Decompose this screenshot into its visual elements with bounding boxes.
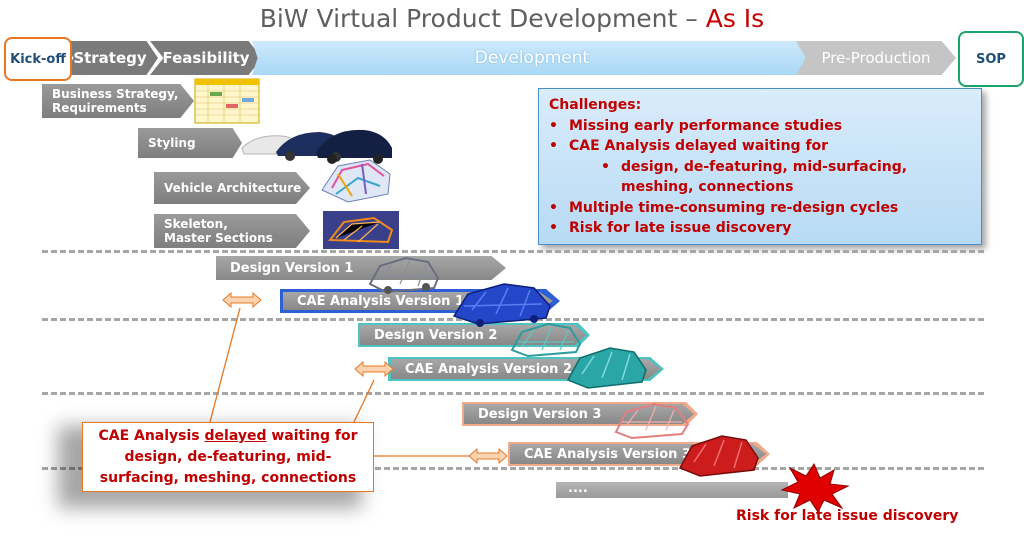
page-title: BiW Virtual Product Development – As Is (0, 4, 1024, 33)
phase-feasibility: Feasibility (150, 41, 262, 75)
callout-underlined: delayed (204, 428, 267, 444)
double-arrow-icon (468, 448, 508, 464)
step-business-strategy: Business Strategy,Requirements (42, 84, 194, 118)
challenge-item-3: •Multiple time-consuming re-design cycle… (549, 199, 899, 216)
cae-version-2-label: CAE Analysis Version 2 (405, 361, 573, 377)
more-versions-arrow: .... (556, 482, 788, 498)
step-business-line2: Requirements (52, 101, 147, 115)
challenges-heading: Challenges: (549, 97, 642, 113)
styling-cars-image (241, 129, 392, 164)
challenge-item-4: •Risk for late issue discovery (549, 220, 792, 236)
requirements-spreadsheet-image (194, 78, 260, 124)
design-version-3-label: Design Version 3 (478, 406, 602, 422)
car-bodywork-teal-image (566, 347, 647, 389)
car-bodywork-teal-wire-image (510, 322, 582, 358)
cae-delay-callout: CAE Analysis delayed waiting for design,… (82, 422, 374, 492)
callout-line-2: design, de-featuring, mid- (124, 449, 332, 465)
phase-pre-production: Pre-Production (796, 41, 956, 75)
step-skeleton-line1: Skeleton, (164, 217, 228, 231)
step-styling-label: Styling (148, 136, 196, 150)
design-version-2-label: Design Version 2 (374, 327, 498, 343)
challenge-item-1-text: Missing early performance studies (569, 117, 843, 134)
more-versions-label: .... (568, 481, 588, 496)
double-arrow-icon (354, 361, 394, 377)
step-skeleton: Skeleton,Master Sections (154, 214, 310, 248)
phase-feasibility-label: Feasibility (162, 49, 250, 67)
challenge-subitem-1: •design, de-featuring, mid-surfacing, (601, 158, 908, 175)
challenge-subitem-2: meshing, connections (549, 177, 971, 198)
title-accent: As Is (705, 4, 765, 33)
phase-pre-production-label: Pre-Production (821, 49, 931, 67)
callout-line-1: CAE Analysis delayed waiting for (83, 426, 373, 447)
cae-version-3-label: CAE Analysis Version 3 (524, 446, 692, 462)
kickoff-label: Kick-off (10, 51, 66, 67)
challenge-item-4-text: Risk for late issue discovery (569, 220, 792, 236)
car-bodywork-gray-image (368, 256, 440, 294)
separator-4 (42, 467, 984, 470)
design-version-1-label: Design Version 1 (230, 260, 354, 276)
callout-post: waiting for (266, 428, 358, 444)
cae-version-1-label: CAE Analysis Version 1 (297, 293, 465, 309)
car-bodywork-blue-image (452, 283, 551, 327)
challenge-item-2: •CAE Analysis delayed waiting for (549, 138, 829, 154)
design-version-1: Design Version 1 (216, 256, 506, 280)
phase-development-label: Development (474, 48, 590, 68)
step-architecture-label: Vehicle Architecture (164, 181, 302, 195)
separator-1 (42, 250, 984, 253)
car-bodywork-pink-wire-image (614, 402, 690, 440)
step-business-line1: Business Strategy, (52, 87, 179, 101)
challenge-item-3-text: Multiple time-consuming re-design cycles (569, 199, 899, 216)
separator-3 (42, 392, 984, 395)
challenges-box: Challenges: •Missing early performance s… (538, 88, 982, 245)
callout-line-3: surfacing, meshing, connections (99, 470, 357, 486)
step-vehicle-architecture: Vehicle Architecture (154, 172, 310, 204)
kickoff-milestone: Kick-off (4, 37, 72, 81)
callout-pre: CAE Analysis (98, 428, 205, 444)
phase-development: Development (252, 41, 812, 75)
step-styling: Styling (138, 128, 242, 158)
title-main: BiW Virtual Product Development – (259, 4, 706, 33)
challenge-item-1: •Missing early performance studies (549, 117, 843, 134)
double-arrow-icon (222, 292, 262, 308)
step-skeleton-line2: Master Sections (164, 231, 273, 245)
sop-label: SOP (976, 51, 1006, 67)
explosion-icon (780, 462, 850, 512)
skeleton-frame-image (323, 211, 399, 249)
phase-strategy: Strategy (62, 41, 158, 75)
risk-label: Risk for late issue discovery (736, 508, 959, 524)
challenge-subitem-2-text: meshing, connections (621, 179, 794, 195)
sop-milestone: SOP (958, 31, 1024, 87)
phase-strategy-label: Strategy (73, 49, 147, 67)
vehicle-architecture-image (321, 159, 391, 203)
challenge-item-2-text: CAE Analysis delayed waiting for (569, 138, 829, 154)
challenge-subitem-1-text: design, de-featuring, mid-surfacing, (621, 158, 908, 175)
car-bodywork-red-image (678, 435, 759, 477)
